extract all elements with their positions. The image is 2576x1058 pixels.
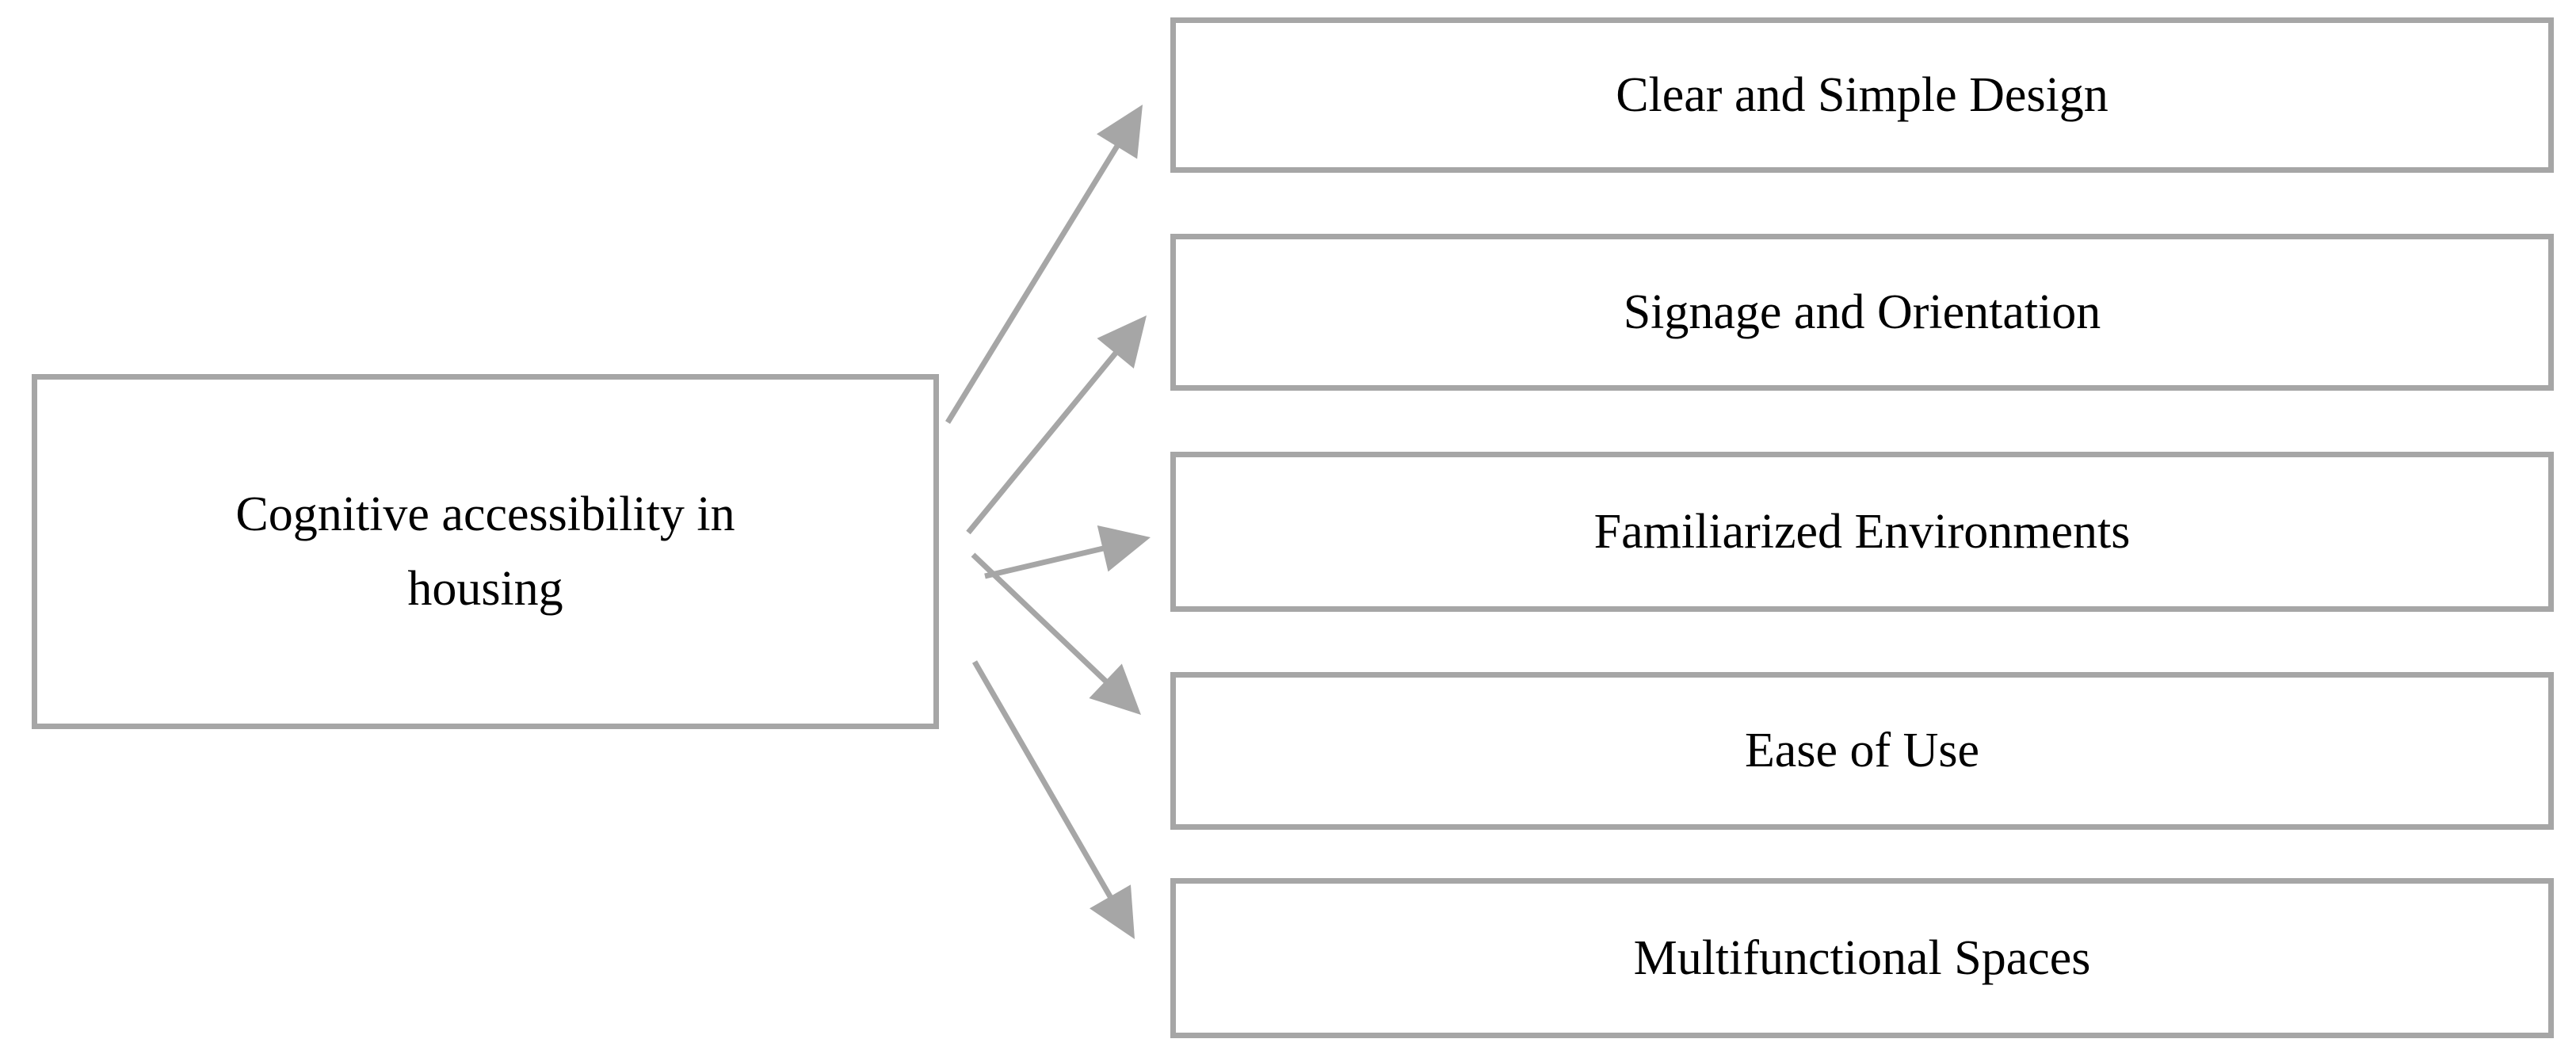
arrowhead-icon	[1089, 663, 1141, 715]
arrow-connector	[984, 525, 1151, 579]
branch-node-label: Familiarized Environments	[1593, 504, 2131, 559]
arrowhead-icon	[1097, 315, 1147, 369]
branch-node-familiarized-environments[interactable]: Familiarized Environments	[1170, 452, 2554, 612]
branch-node-label: Clear and Simple Design	[1616, 67, 2109, 122]
branch-node-label: Ease of Use	[1744, 724, 1980, 778]
branch-node-ease-of-use[interactable]: Ease of Use	[1170, 672, 2554, 830]
root-node-label: Cognitive accessibility in housing	[235, 487, 735, 616]
arrowhead-icon	[1097, 105, 1143, 159]
arrow-shaft	[945, 142, 1121, 424]
arrow-connector	[971, 660, 1135, 939]
branch-node-label: Multifunctional Spaces	[1633, 930, 2091, 985]
branch-node-signage-and-orientation[interactable]: Signage and Orientation	[1170, 234, 2554, 391]
arrow-shaft	[984, 544, 1107, 579]
arrow-shaft	[971, 552, 1110, 686]
arrow-connector	[966, 315, 1147, 535]
arrowhead-icon	[1097, 525, 1151, 572]
branch-node-label: Signage and Orientation	[1623, 285, 2101, 339]
branch-node-multifunctional-spaces[interactable]: Multifunctional Spaces	[1170, 878, 2554, 1038]
arrow-shaft	[971, 660, 1115, 901]
arrow-shaft	[966, 349, 1120, 535]
arrowhead-icon	[1090, 884, 1135, 939]
arrow-connector	[945, 105, 1143, 424]
branch-node-clear-and-simple-design[interactable]: Clear and Simple Design	[1170, 17, 2554, 173]
root-node[interactable]: Cognitive accessibility in housing	[32, 374, 939, 729]
arrow-connector	[971, 552, 1141, 715]
